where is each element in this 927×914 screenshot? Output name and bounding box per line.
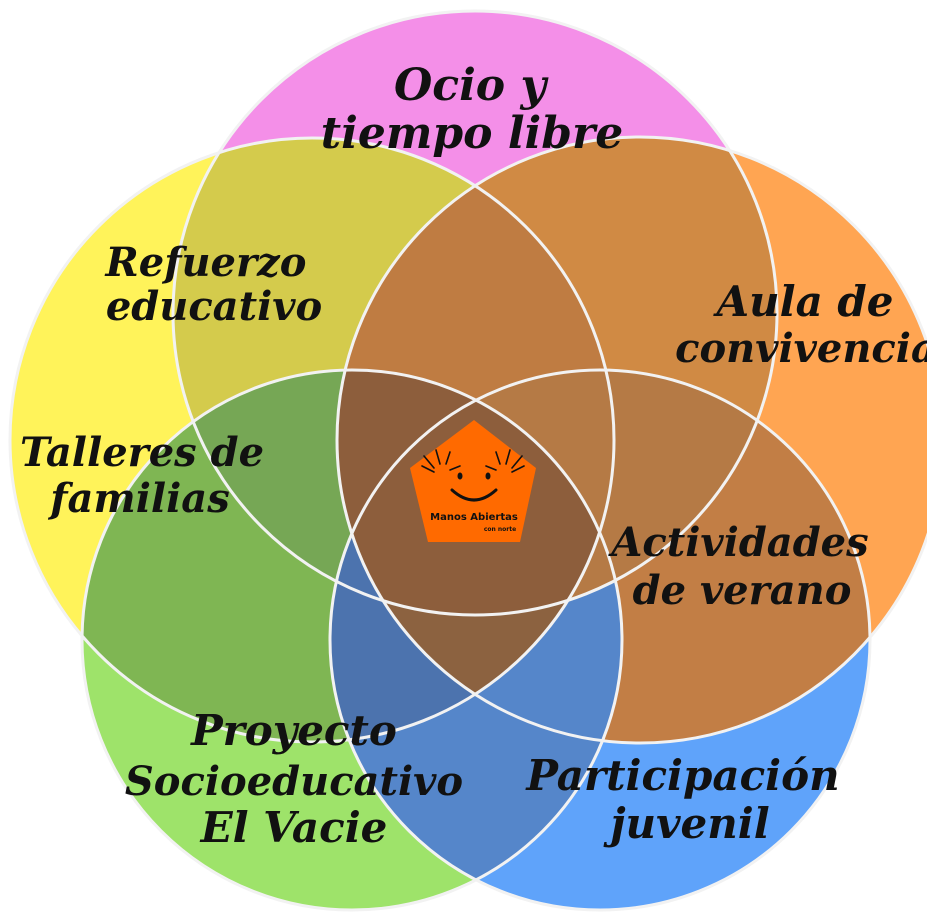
label-proyecto-line2: Socioeducativo bbox=[125, 758, 463, 805]
label-ocio: Ocio y tiempo libre bbox=[321, 60, 623, 159]
label-actividades-line1: Actividades bbox=[607, 519, 868, 566]
label-refuerzo-line1: Refuerzo bbox=[105, 239, 307, 286]
label-talleres-line1: Talleres de bbox=[20, 429, 264, 476]
label-participacion: Participación juvenil bbox=[525, 751, 839, 848]
label-aula-line1: Aula de bbox=[712, 277, 893, 326]
label-proyecto: Proyecto Socioeducativo El Vacie bbox=[125, 706, 463, 852]
logo-tagline: con norte bbox=[484, 526, 516, 533]
label-talleres-line2: familias bbox=[47, 475, 229, 522]
eyes-icon bbox=[457, 472, 491, 480]
label-proyecto-line1: Proyecto bbox=[190, 706, 397, 755]
label-refuerzo-line2: educativo bbox=[106, 283, 322, 330]
label-participacion-line2: juvenil bbox=[603, 799, 769, 848]
label-actividades: Actividades de verano bbox=[607, 519, 868, 614]
logo-manos-abiertas: Manos Abiertas con norte bbox=[410, 420, 536, 542]
circle-outlines bbox=[8, 9, 927, 912]
label-participacion-line1: Participación bbox=[525, 751, 839, 800]
label-refuerzo: Refuerzo educativo bbox=[105, 239, 323, 330]
logo-pentagon bbox=[410, 420, 536, 542]
label-ocio-line2: tiempo libre bbox=[321, 108, 623, 159]
label-aula: Aula de convivencia bbox=[675, 277, 927, 372]
label-proyecto-line3: El Vacie bbox=[200, 803, 388, 852]
label-aula-line2: convivencia bbox=[675, 325, 927, 372]
logo-name: Manos Abiertas bbox=[430, 512, 518, 523]
label-talleres: Talleres de familias bbox=[20, 429, 264, 522]
label-actividades-line2: de verano bbox=[633, 567, 852, 614]
hands-icon bbox=[421, 449, 525, 473]
label-ocio-line1: Ocio y bbox=[394, 60, 550, 111]
smile-icon bbox=[450, 488, 498, 502]
